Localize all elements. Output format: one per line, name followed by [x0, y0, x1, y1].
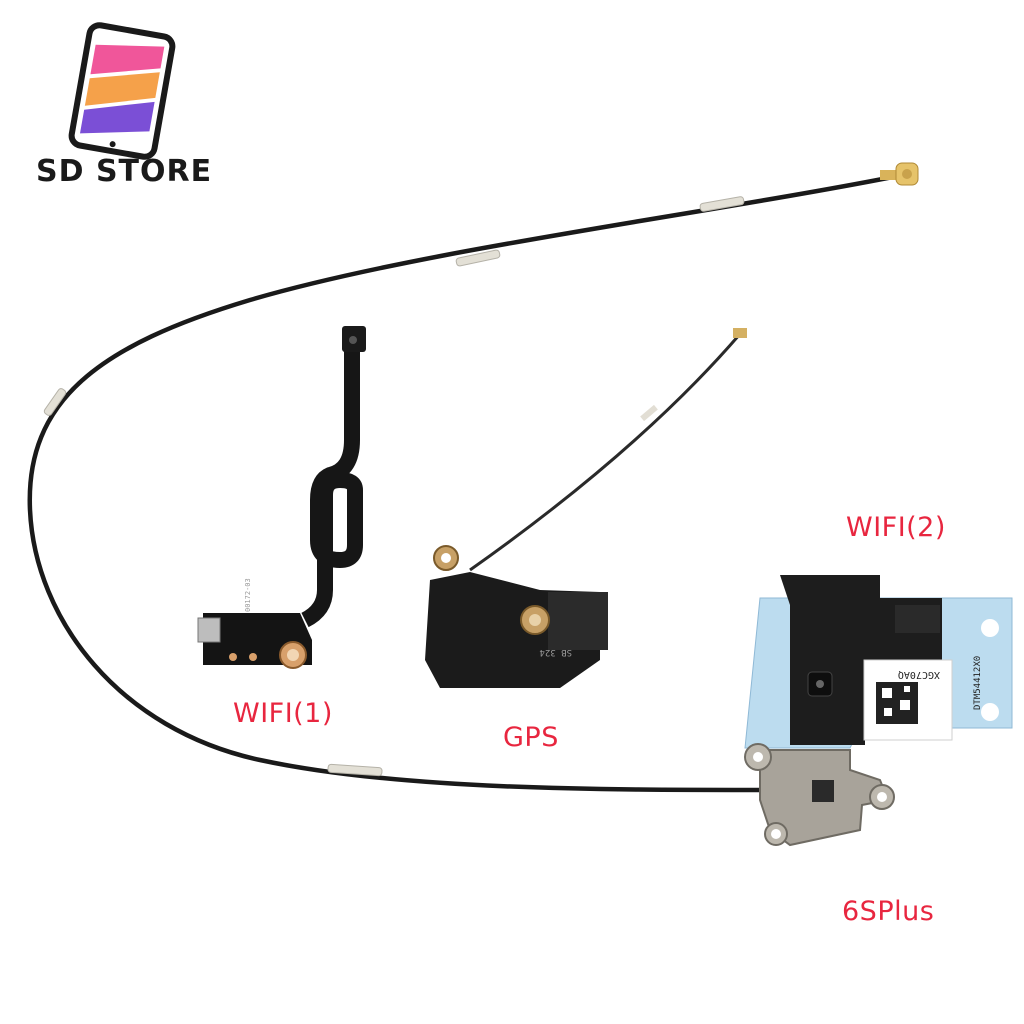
logo-stripe-pink	[90, 44, 165, 75]
wifi2-part: XGC70AQ DTM54412X0	[744, 575, 1013, 749]
gps-part: SB 324	[425, 328, 747, 688]
cable-sleeve	[699, 196, 745, 212]
label-model: 6SPlus	[842, 896, 935, 927]
wifi1-flex-part: 00172-03	[197, 326, 366, 669]
label-wifi2: WIFI(2)	[846, 512, 946, 543]
label-gps: GPS	[503, 722, 559, 753]
wifi1-flex-cable	[301, 335, 363, 628]
wifi1-part-code: 00172-03	[244, 578, 252, 612]
store-logo	[68, 22, 176, 160]
wifi2-sticker-code-side: DTM54412X0	[973, 656, 983, 710]
logo-home-button	[109, 141, 116, 148]
gps-part-code: SB 324	[539, 647, 572, 657]
store-name: SD STORE	[36, 154, 213, 189]
cable-sleeve	[455, 249, 501, 267]
long-antenna-cable	[27, 173, 901, 793]
label-wifi1: WIFI(1)	[233, 698, 333, 729]
six-s-plus-bracket	[744, 743, 895, 847]
logo-stripe-purple	[80, 101, 155, 134]
wifi2-sticker-code-top: XGC70AQ	[898, 669, 940, 680]
cable-sleeve	[327, 763, 383, 777]
logo-stripe-orange	[84, 72, 160, 106]
cable-sleeve	[43, 388, 67, 416]
gold-connector	[880, 162, 919, 186]
gps-antenna-wire	[469, 333, 742, 572]
